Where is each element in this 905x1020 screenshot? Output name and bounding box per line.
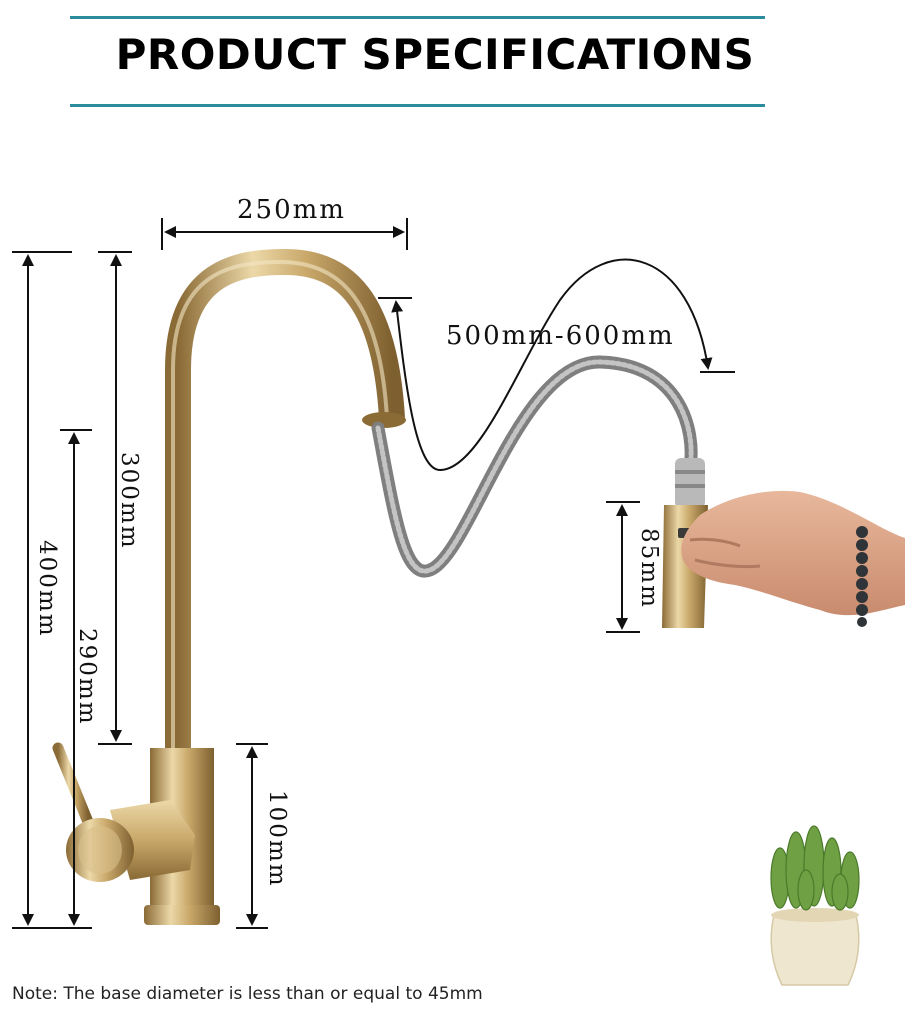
spout-height-label: 300mm: [116, 452, 142, 550]
header-rule-top: [70, 16, 765, 19]
total-height-label: 400mm: [34, 540, 60, 638]
faucet-illustration: [52, 248, 406, 925]
cactus-pot-icon: [770, 825, 860, 986]
bead-bracelet: [856, 526, 868, 627]
hand-icon: [681, 490, 905, 627]
header-rule-bottom: [70, 104, 765, 107]
page-title: PRODUCT SPECIFICATIONS: [115, 30, 755, 79]
sprayer-length-label: 85mm: [636, 528, 662, 609]
reach-label: 250mm: [237, 195, 346, 225]
base-diameter-note: Note: The base diameter is less than or …: [12, 984, 483, 1004]
sprayer-head: [662, 458, 708, 628]
hose-dimension-arc: [391, 258, 713, 472]
faucet-spout: [165, 248, 405, 750]
outlet-height-label: 290mm: [74, 628, 100, 726]
base-height-label: 100mm: [264, 790, 290, 888]
faucet-base: [144, 905, 220, 925]
hose-length-label: 500mm-600mm: [446, 321, 675, 351]
